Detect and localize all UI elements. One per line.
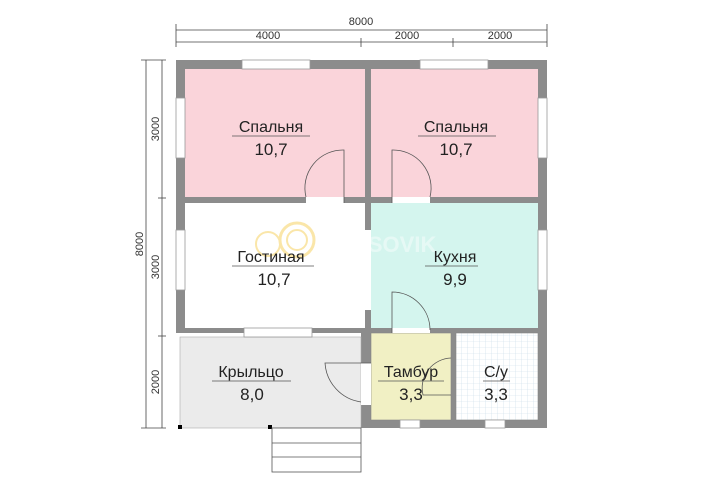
dim-left-1: 3000 xyxy=(150,117,162,141)
doors xyxy=(304,149,452,405)
room-area: 10,7 xyxy=(257,270,290,289)
room-living xyxy=(185,203,365,328)
room-name: Крыльцо xyxy=(218,364,283,381)
dim-top-1: 4000 xyxy=(256,30,280,42)
room-area: 10,7 xyxy=(254,140,287,159)
room-name: Гостиная xyxy=(237,249,304,266)
windows xyxy=(175,59,548,429)
room-name: С/у xyxy=(484,364,508,381)
living-kitchen-opening xyxy=(365,230,371,310)
room-name: Тамбур xyxy=(384,364,438,381)
dim-left-total: 8000 xyxy=(134,232,146,256)
dim-top-total: 8000 xyxy=(349,16,373,28)
room-name: Кухня xyxy=(434,249,477,266)
room-bedroom-2 xyxy=(371,69,538,197)
room-area: 8,0 xyxy=(240,385,264,404)
svg-text:USOVIK: USOVIK xyxy=(352,232,436,257)
room-labels: Спальня 10,7 Спальня 10,7 Гостиная 10,7 … xyxy=(212,119,510,404)
room-area: 3,3 xyxy=(484,385,508,404)
room-name: Спальня xyxy=(424,119,488,136)
room-vestibule xyxy=(370,332,452,421)
watermark-logo: USOVIK xyxy=(255,221,436,259)
room-bedroom-1 xyxy=(185,69,365,197)
porch-steps xyxy=(271,427,362,473)
room-name: Спальня xyxy=(239,119,303,136)
dim-top-3: 2000 xyxy=(488,30,512,42)
porch-post xyxy=(268,425,272,429)
room-area: 10,7 xyxy=(439,140,472,159)
room-porch xyxy=(179,336,362,429)
room-area: 3,3 xyxy=(399,385,423,404)
dim-top-2: 2000 xyxy=(395,30,419,42)
top-dimensions: 8000 4000 2000 2000 xyxy=(175,16,548,47)
dim-left-3: 2000 xyxy=(150,370,162,394)
room-kitchen xyxy=(371,203,538,328)
dim-left-2: 3000 xyxy=(150,255,162,279)
room-area: 9,9 xyxy=(443,270,467,289)
porch-post xyxy=(178,425,182,429)
left-dimensions: 8000 3000 3000 2000 xyxy=(134,59,166,429)
